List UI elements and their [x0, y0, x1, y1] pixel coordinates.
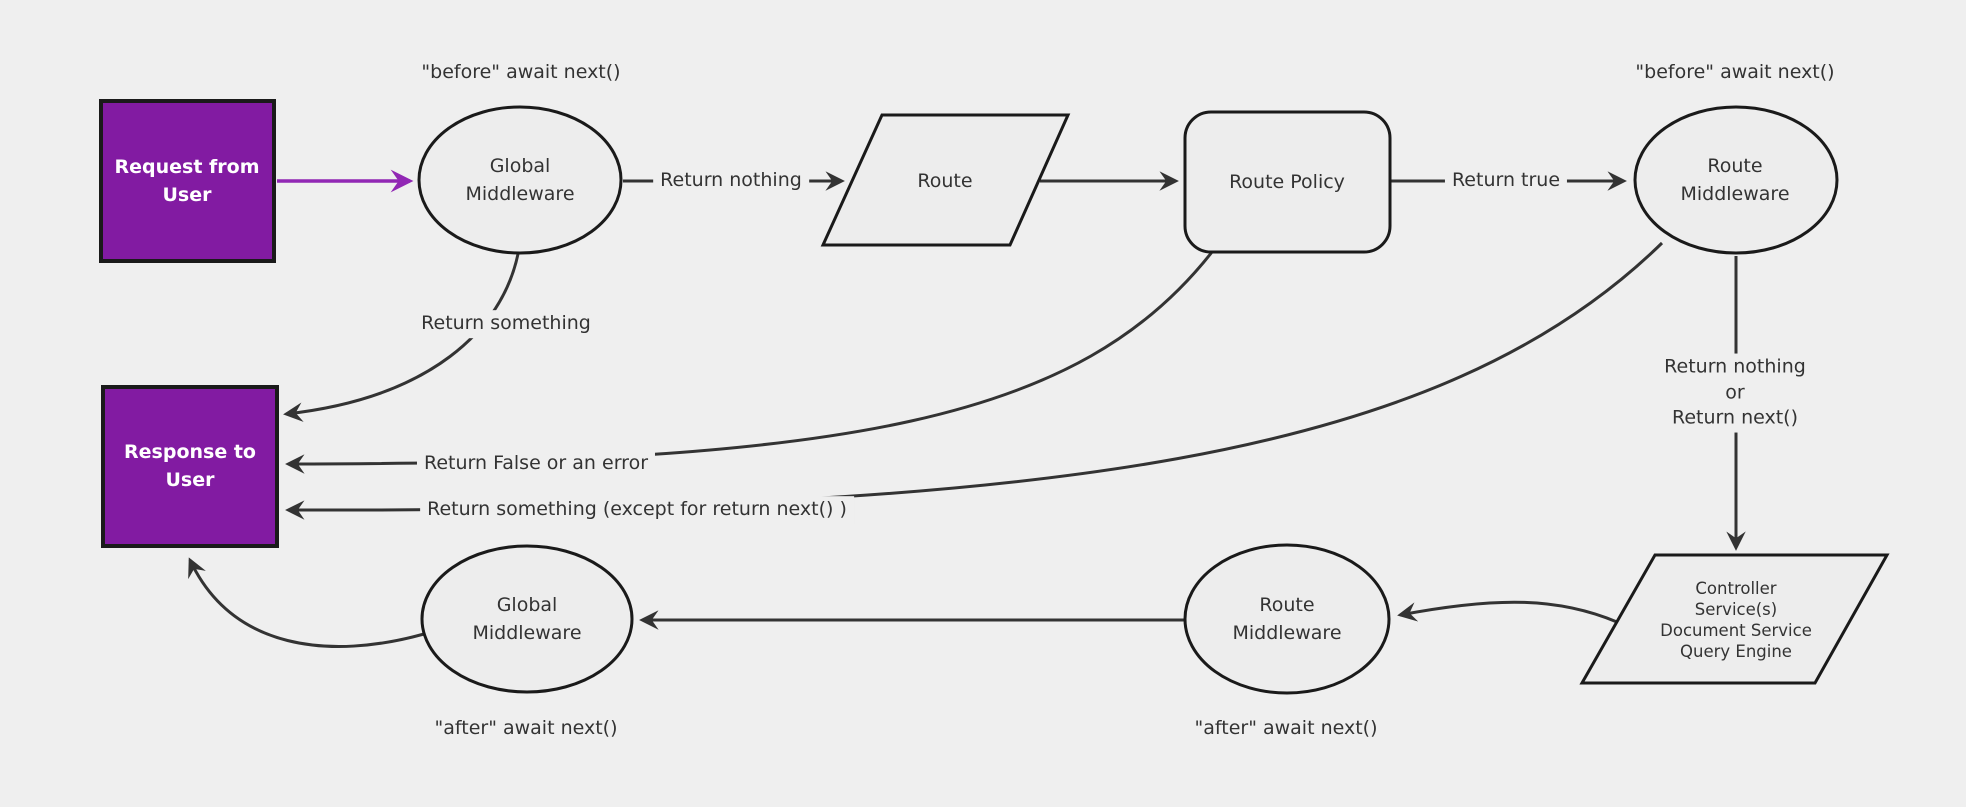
global-middleware-bottom-label: Global Middleware	[472, 594, 582, 644]
route-parallelogram	[820, 113, 1071, 247]
after-await-next-right-label: "after" await next()	[1194, 717, 1378, 740]
controller-services-parallelogram	[1579, 553, 1890, 685]
edge-controller-to-route-mw-bottom	[1397, 600, 1618, 624]
request-from-user-label: Request from User	[114, 156, 260, 206]
route-middleware-bottom-ellipse	[1183, 543, 1391, 695]
return-something-label: Return something	[414, 310, 598, 338]
controller-services-label: Controller Service(s) Document Service Q…	[1660, 579, 1812, 661]
response-to-user-box	[101, 385, 279, 548]
edge-route-policy-return-false	[285, 251, 1214, 474]
response-to-user-label: Response to User	[124, 441, 256, 491]
route-middleware-bottom-label: Route Middleware	[1232, 594, 1342, 644]
route-label: Route	[917, 170, 973, 192]
global-middleware-top-label: Global Middleware	[465, 155, 575, 205]
return-false-or-error-label: Return False or an error	[416, 450, 656, 478]
return-true-label: Return true	[1444, 167, 1568, 195]
route-policy-box	[1183, 110, 1392, 254]
return-nothing-label: Return nothing	[653, 167, 809, 195]
route-policy-label: Route Policy	[1229, 171, 1345, 193]
edge-global-mw-return-something	[283, 253, 520, 422]
edge-global-mw-bottom-to-response	[188, 557, 425, 648]
request-from-user-box	[99, 99, 276, 263]
route-middleware-top-ellipse	[1633, 105, 1839, 255]
after-await-next-left-label: "after" await next()	[434, 717, 618, 740]
route-middleware-top-label: Route Middleware	[1680, 155, 1790, 205]
return-something-except-label: Return something (except for return next…	[420, 496, 854, 524]
return-nothing-or-next-label: Return nothing or Return next()	[1657, 353, 1813, 433]
global-middleware-top-ellipse	[417, 105, 623, 255]
global-middleware-bottom-ellipse	[420, 544, 634, 694]
before-await-next-right-label: "before" await next()	[1635, 61, 1835, 84]
before-await-next-left-label: "before" await next()	[421, 61, 621, 84]
